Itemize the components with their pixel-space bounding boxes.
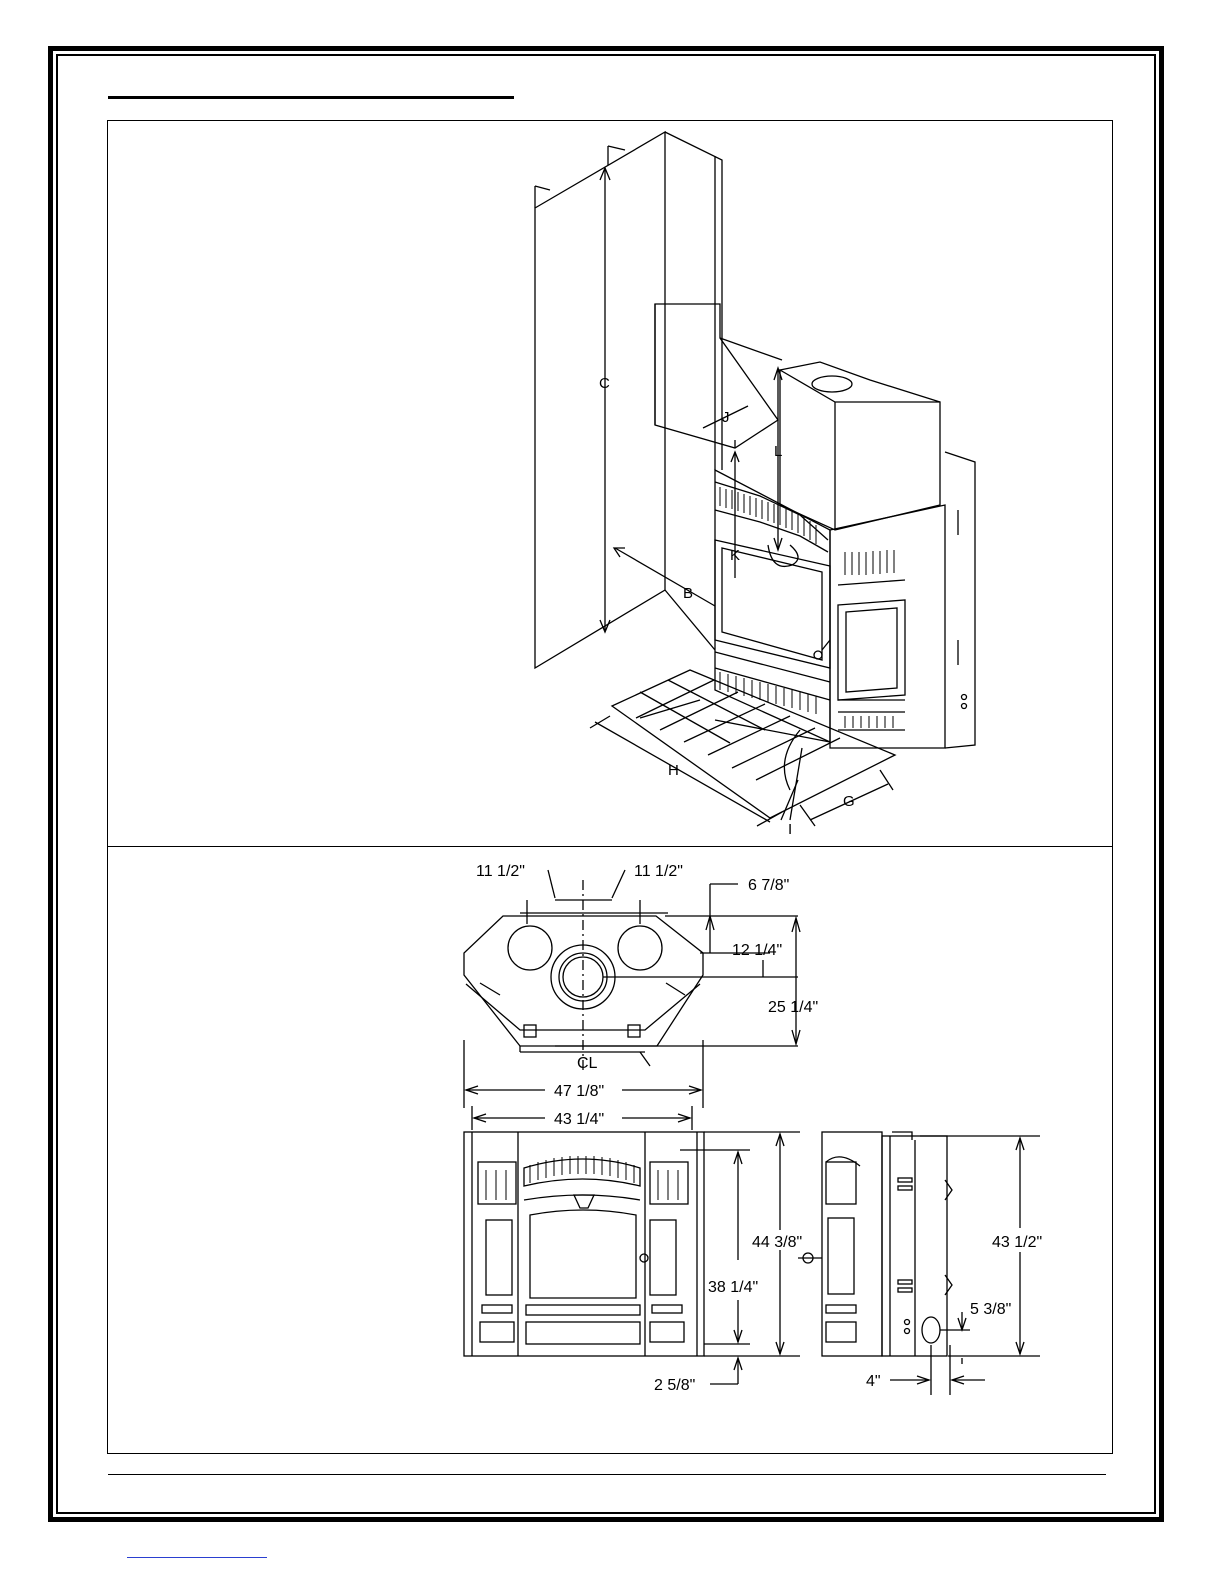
dim-overall-height: 44 3/8"	[752, 1234, 802, 1251]
label-l: L	[774, 443, 782, 460]
label-b: B	[683, 585, 693, 602]
label-k: K	[730, 547, 740, 564]
dim-outlet-height: 5 3/8"	[970, 1301, 1011, 1318]
isometric-installation-view	[535, 132, 975, 826]
mantel	[655, 304, 778, 448]
label-h: H	[668, 762, 679, 779]
dim-inner-width: 43 1/4"	[554, 1111, 604, 1128]
side-wall	[535, 132, 665, 668]
right-duct	[618, 926, 662, 970]
left-duct	[508, 926, 552, 970]
right-upper-grille	[650, 1162, 688, 1204]
fireplace-front	[715, 470, 830, 742]
dim-right-offset: 11 1/2"	[634, 863, 683, 880]
dim-bottom-gap: 2 5/8"	[654, 1377, 695, 1394]
dim-h-line	[595, 722, 770, 822]
centerline-symbol: CL	[577, 1055, 598, 1072]
side-elevation	[798, 1132, 1040, 1395]
dim-side-height: 43 1/2"	[992, 1234, 1042, 1251]
dim-depth-small: 6 7/8"	[748, 877, 789, 894]
dim-outer-width: 47 1/8"	[554, 1083, 604, 1100]
bottom-louver	[526, 1322, 640, 1344]
dim-opening-height: 38 1/4"	[708, 1279, 758, 1296]
dim-left-offset: 11 1/2"	[476, 863, 525, 880]
label-j: J	[722, 409, 730, 426]
label-i: I	[788, 821, 792, 838]
top-louver-arch	[524, 1159, 640, 1186]
dim-center-depth: 12 1/4"	[732, 942, 782, 959]
front-elevation	[464, 1132, 800, 1384]
dim-total-depth: 25 1/4"	[768, 999, 818, 1016]
label-g: G	[843, 793, 855, 810]
left-upper-grille	[478, 1162, 516, 1204]
fire-viewing-glass	[530, 1210, 636, 1298]
label-c: C	[599, 375, 610, 392]
dim-outlet-offset: 4"	[866, 1373, 881, 1390]
outside-air-inlet	[922, 1317, 940, 1343]
plan-view	[464, 870, 800, 1130]
